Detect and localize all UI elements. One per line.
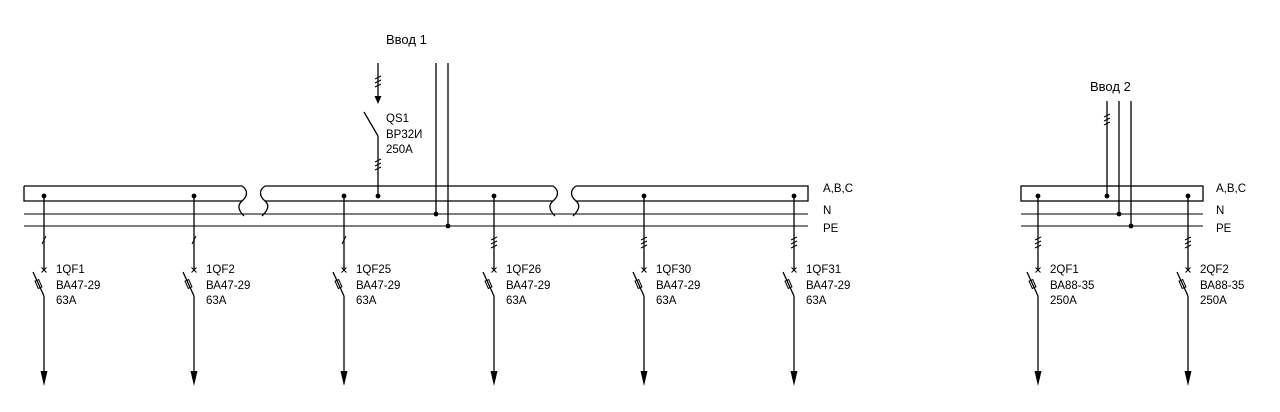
breaker-model: ВА88-35	[1050, 280, 1094, 292]
input1-label: Ввод 1	[386, 32, 427, 47]
breaker-model: ВА47-29	[806, 280, 850, 292]
main-switch-qs1: QS1 ВР32И 250А	[363, 111, 422, 199]
input2-label: Ввод 2	[1090, 79, 1131, 94]
breaker-name: 1QF1	[56, 264, 85, 276]
breaker-model: ВА47-29	[506, 280, 550, 292]
input2-feeder	[1103, 101, 1134, 229]
breaker-name: 1QF26	[506, 264, 541, 276]
breaker-name: 2QF1	[1050, 264, 1079, 276]
breaker-model: ВА88-35	[1200, 280, 1244, 292]
qs1-name: QS1	[386, 113, 409, 125]
qs1-rating: 250А	[386, 144, 413, 156]
bus2-label-n: N	[1216, 205, 1224, 217]
breaker-name: 1QF2	[206, 264, 235, 276]
busbar-abc-1	[23, 185, 809, 217]
breaker-rating: 63А	[206, 295, 227, 307]
breaker-name: 1QF25	[356, 264, 391, 276]
breaker-rating: 63А	[656, 295, 677, 307]
breaker-rating: 63А	[506, 295, 527, 307]
bus1-label-n: N	[823, 205, 831, 217]
bus2-label-abc: A,B,C	[1216, 183, 1246, 195]
breaker-rating: 250А	[1050, 295, 1077, 307]
breaker-name: 2QF2	[1200, 264, 1229, 276]
qs1-model: ВР32И	[386, 129, 422, 141]
breaker-rating: 250А	[1200, 295, 1227, 307]
breaker-name: 1QF31	[806, 264, 841, 276]
breaker-model: ВА47-29	[206, 280, 250, 292]
bus1-label-abc: A,B,C	[823, 183, 853, 195]
bus2-label-pe: PE	[1216, 223, 1232, 235]
busbar-n-pe-2	[1021, 213, 1203, 227]
input1-n-pe-conductors	[433, 63, 451, 229]
breakers-group-1: 1QF1ВА47-2963А1QF2ВА47-2963А1QF25ВА47-29…	[32, 193, 850, 386]
breaker-model: ВА47-29	[656, 280, 700, 292]
breaker-rating: 63А	[56, 295, 77, 307]
busbar-n-pe-1	[24, 213, 808, 227]
breaker-name: 1QF30	[656, 264, 691, 276]
bus1-label-pe: PE	[823, 223, 839, 235]
input1-feeder	[374, 63, 382, 104]
breaker-rating: 63А	[356, 295, 377, 307]
busbar-abc-2	[1020, 185, 1204, 202]
breaker-model: ВА47-29	[56, 280, 100, 292]
breaker-rating: 63А	[806, 295, 827, 307]
breaker-model: ВА47-29	[356, 280, 400, 292]
